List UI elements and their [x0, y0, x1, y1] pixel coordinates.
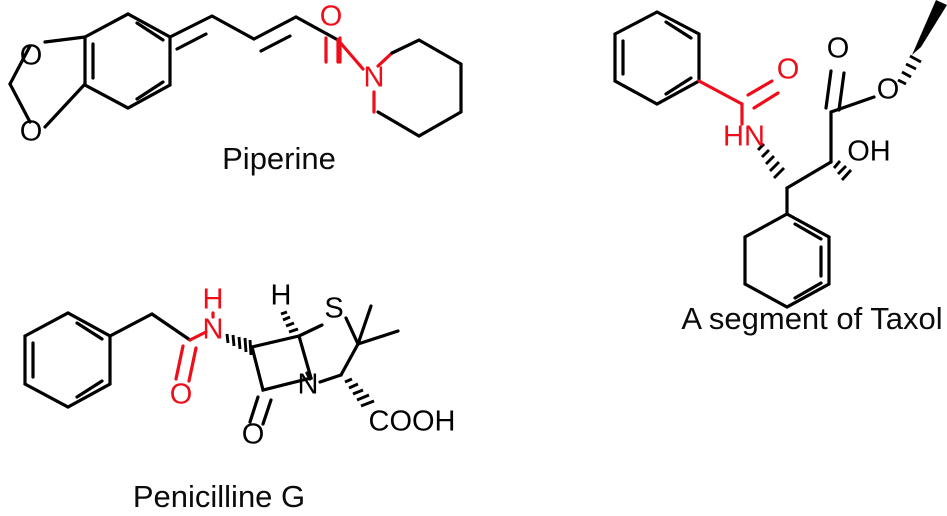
hash-wedge-o-ch — [897, 54, 922, 86]
ring-inner-t2 — [664, 20, 693, 40]
bond-ch2-o-lower — [8, 82, 32, 124]
ring-benzene-piperine — [83, 12, 172, 110]
bond-s-c3 — [344, 316, 360, 346]
atom-label-o-amide-carbonyl: O — [170, 379, 193, 411]
atom-label-s-thiazolidine: S — [324, 293, 343, 325]
bond-lactam-co-b — [261, 398, 273, 426]
bond-c-to-n — [336, 38, 365, 71]
atom-label-h-amide: H — [203, 284, 224, 316]
chain-diene — [168, 14, 340, 42]
bond-methyl-2 — [356, 329, 400, 346]
bond-amide-co-a — [174, 344, 185, 381]
atom-label-o-dioxole-top: O — [20, 40, 43, 72]
caption-penicilline-g: Penicilline G — [133, 479, 305, 514]
hash-wedge-c5-h — [280, 310, 299, 334]
bond-ch2-o-upper — [8, 44, 32, 86]
penicilline-atom-labels: H N O H S N O COOH — [170, 280, 456, 451]
bond-lactam-co-a — [248, 395, 260, 424]
wedge-methyl-taxol — [912, 0, 947, 55]
bond-c5-s — [297, 323, 324, 338]
taxol-atom-labels: O HN O O OH — [723, 33, 899, 168]
atom-label-o-carbonyl: O — [320, 1, 343, 33]
bond-c2-n — [318, 373, 343, 384]
atom-label-hn-benzamide: HN — [723, 121, 765, 153]
hash-wedge-n-c3 — [756, 142, 786, 180]
penicilline-bonds — [23, 304, 400, 426]
chain-double-1 — [175, 32, 208, 51]
caption-piperine: Piperine — [222, 141, 336, 176]
bond-n-ring-a — [376, 51, 394, 68]
bond-benzamide-co-b — [752, 91, 780, 110]
atom-label-o-benzamide-carbonyl: O — [777, 54, 800, 86]
bond-ester-c-o — [829, 95, 876, 114]
atom-label-o-ester: O — [877, 74, 900, 106]
atom-label-n-piperidine: N — [364, 62, 385, 94]
piperine-bonds — [8, 12, 463, 138]
bond-o-aryl-lower — [43, 82, 87, 129]
hash-wedge-c2-oh — [832, 160, 853, 181]
atom-label-o-ester-carbonyl: O — [827, 33, 850, 65]
atom-label-o-lactam: O — [242, 419, 265, 451]
bond-n-c5-stub — [305, 371, 312, 381]
bond-aryl-co — [697, 79, 744, 106]
ring-inner-b3 — [793, 281, 823, 300]
ring-inner-p3 — [75, 379, 104, 399]
bond-c-to-n-amide — [188, 330, 208, 342]
atom-label-n-amide: N — [203, 314, 224, 346]
chain-double-2 — [259, 34, 292, 53]
atom-label-h-stereo: H — [271, 280, 292, 312]
bond-o-aryl-upper — [43, 35, 87, 44]
ring-inner-3 — [135, 80, 165, 101]
taxol-bonds — [613, 0, 947, 309]
ring-inner-b1 — [793, 222, 823, 241]
atom-label-oh: OH — [847, 136, 891, 168]
atom-label-n-lactam: N — [298, 369, 319, 401]
caption-taxol-segment: A segment of Taxol — [681, 301, 942, 336]
bond-benzamide-co-a — [746, 79, 774, 97]
hash-wedge-c2-cooh — [344, 377, 375, 408]
ring-benzene-taxol-top — [613, 10, 701, 106]
ring-piperidine — [376, 38, 463, 138]
bond-amide-co-b — [187, 346, 198, 383]
piperine-atom-labels: O O O N — [20, 1, 385, 148]
bond-c3-c2 — [339, 342, 360, 377]
atom-label-cooh: COOH — [369, 406, 456, 438]
ring-benzene-penicilline — [23, 311, 112, 409]
ring-inner-t3 — [664, 76, 693, 96]
bond-methyl-1 — [356, 304, 373, 346]
ring-inner-2 — [135, 21, 165, 42]
ring-inner-p2 — [75, 321, 104, 341]
bond-c3-c2-taxol — [785, 160, 833, 190]
chain-phenylacetyl — [108, 312, 192, 342]
bond-ester-co-b — [837, 71, 846, 112]
bond-ester-co-a — [824, 69, 833, 110]
ring-benzene-taxol-bottom — [743, 212, 831, 309]
atom-label-o-dioxole-bottom: O — [20, 116, 43, 148]
